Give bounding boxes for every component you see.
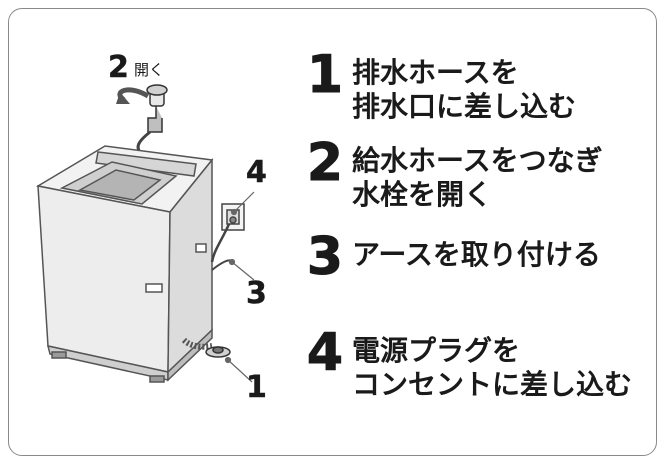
step-2: 2 給水ホースをつなぎ 水栓を開く	[302, 133, 603, 212]
step-2-number: 2	[306, 133, 344, 193]
step-1-line-2: 排水口に差し込む	[352, 90, 577, 123]
earth-step-number: 3	[246, 276, 267, 312]
supply-hose	[136, 130, 151, 153]
step-4-line-2: コンセントに差し込む	[352, 368, 633, 401]
drain-outlet-icon	[205, 346, 231, 358]
step-2-line-1: 給水ホースをつなぎ	[352, 144, 603, 177]
outlet-step-number: 4	[246, 155, 267, 191]
drain-hose	[181, 337, 213, 350]
step-1-number: 1	[306, 45, 344, 105]
drain-step-number: 1	[246, 370, 267, 406]
step-2-line-2: 水栓を開く	[352, 178, 493, 211]
power-cord	[210, 223, 231, 263]
step-4-text: 電源プラグを コンセントに差し込む	[352, 334, 632, 402]
washing-machine	[35, 145, 214, 383]
rotate-arrow-head	[116, 92, 130, 104]
faucet-icon	[146, 84, 168, 133]
step-1-text: 排水ホースを 排水口に差し込む	[352, 56, 576, 124]
step-3-number: 3	[306, 227, 344, 287]
faucet-step-number: 2	[108, 50, 129, 86]
faucet-open-label: 開く	[134, 61, 165, 79]
step-1-line-1: 排水ホースを	[352, 56, 519, 89]
step-3-line-1: アースを取り付ける	[352, 238, 601, 271]
step-3: 3 アースを取り付ける	[302, 227, 601, 287]
power-outlet-icon	[221, 203, 245, 231]
step-2-text: 給水ホースをつなぎ 水栓を開く	[352, 144, 603, 212]
step-4-line-1: 電源プラグを	[352, 334, 521, 367]
step-1: 1 排水ホースを 排水口に差し込む	[302, 45, 576, 124]
leader-lines	[224, 191, 255, 383]
step-4: 4 電源プラグを コンセントに差し込む	[302, 323, 632, 402]
step-3-text: アースを取り付ける	[352, 238, 601, 272]
step-4-number: 4	[306, 323, 344, 383]
